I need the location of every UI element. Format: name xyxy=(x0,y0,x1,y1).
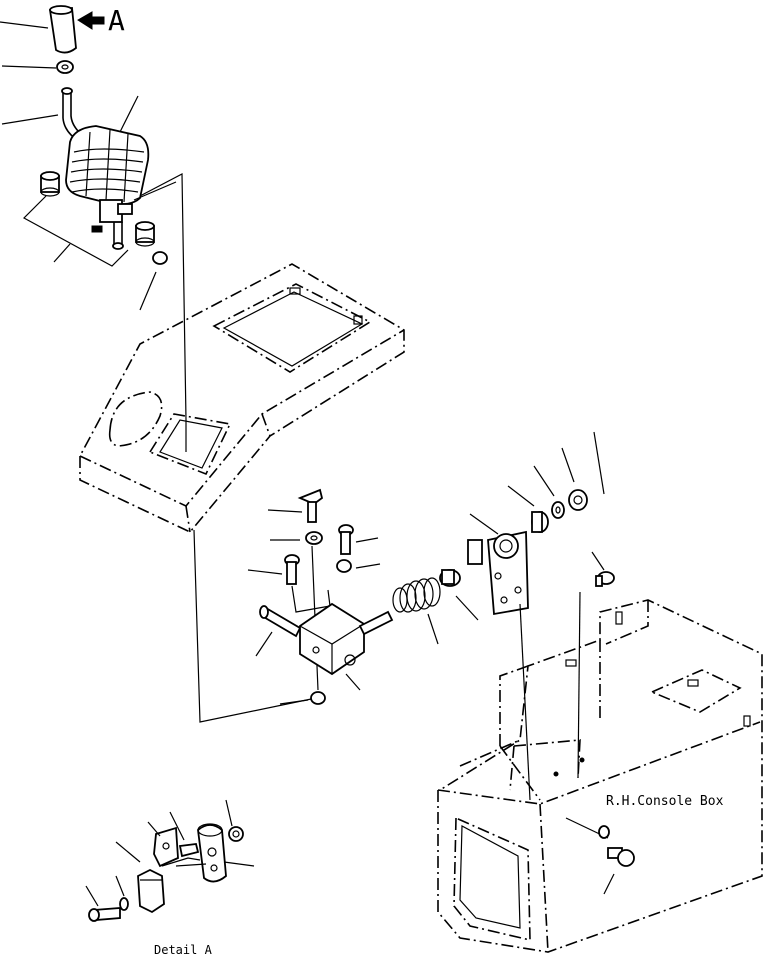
leader-line xyxy=(115,875,125,897)
leader-line xyxy=(561,447,575,483)
leader-line xyxy=(345,673,361,691)
leader-line xyxy=(119,95,139,133)
hex-bolt xyxy=(595,571,615,587)
lever-boot xyxy=(65,125,150,206)
leader-line xyxy=(267,509,303,513)
leader-line xyxy=(427,613,439,645)
lever-bracket xyxy=(299,602,394,676)
mounting-plate xyxy=(467,530,529,616)
washer xyxy=(305,531,323,545)
leader-line xyxy=(591,551,605,571)
nut xyxy=(568,489,588,511)
leader-line xyxy=(169,811,185,841)
bushing-left xyxy=(40,171,60,197)
leader-line xyxy=(355,563,381,569)
bushing-right xyxy=(135,221,155,247)
leader-line xyxy=(53,243,71,263)
leader-line xyxy=(593,431,605,495)
hex-bolt xyxy=(338,524,354,555)
washer xyxy=(551,501,565,519)
lock-nut xyxy=(56,60,74,74)
view-arrow-icon xyxy=(77,11,105,30)
leader-line xyxy=(355,537,379,543)
washer xyxy=(598,825,610,839)
leader-line xyxy=(247,569,283,575)
leader-line xyxy=(469,513,499,535)
leader-line xyxy=(1,114,59,125)
nut xyxy=(310,691,326,705)
view-marker-label: A xyxy=(108,4,125,37)
leader-line xyxy=(533,465,555,497)
collar xyxy=(439,569,461,587)
console-box-label: R.H.Console Box xyxy=(606,794,724,809)
rh-console-box xyxy=(437,599,763,953)
leader-line xyxy=(0,21,49,29)
flat-head-bolt xyxy=(297,488,324,523)
small-nut xyxy=(152,251,168,265)
nut xyxy=(336,559,352,573)
hex-bolt xyxy=(607,847,635,867)
console-cover xyxy=(79,263,405,533)
lever-knob xyxy=(48,5,77,54)
detail-a-label: Detail A xyxy=(154,943,213,956)
switch-body xyxy=(531,511,549,533)
leader-line xyxy=(455,595,479,621)
leader-line xyxy=(603,873,615,895)
leader-line xyxy=(507,485,535,507)
pin xyxy=(259,605,302,638)
leader-line xyxy=(1,65,57,69)
leader-line xyxy=(225,799,233,827)
spring xyxy=(392,577,441,613)
leader-line xyxy=(139,271,157,311)
leader-line xyxy=(279,699,309,705)
leader-line xyxy=(85,885,99,907)
leader-line xyxy=(255,631,273,657)
leader-line xyxy=(115,841,141,863)
leader-line xyxy=(223,861,255,867)
hex-bolt xyxy=(284,554,300,585)
lever-base xyxy=(91,199,133,250)
leader-line xyxy=(147,821,161,837)
detail-a xyxy=(88,823,244,922)
